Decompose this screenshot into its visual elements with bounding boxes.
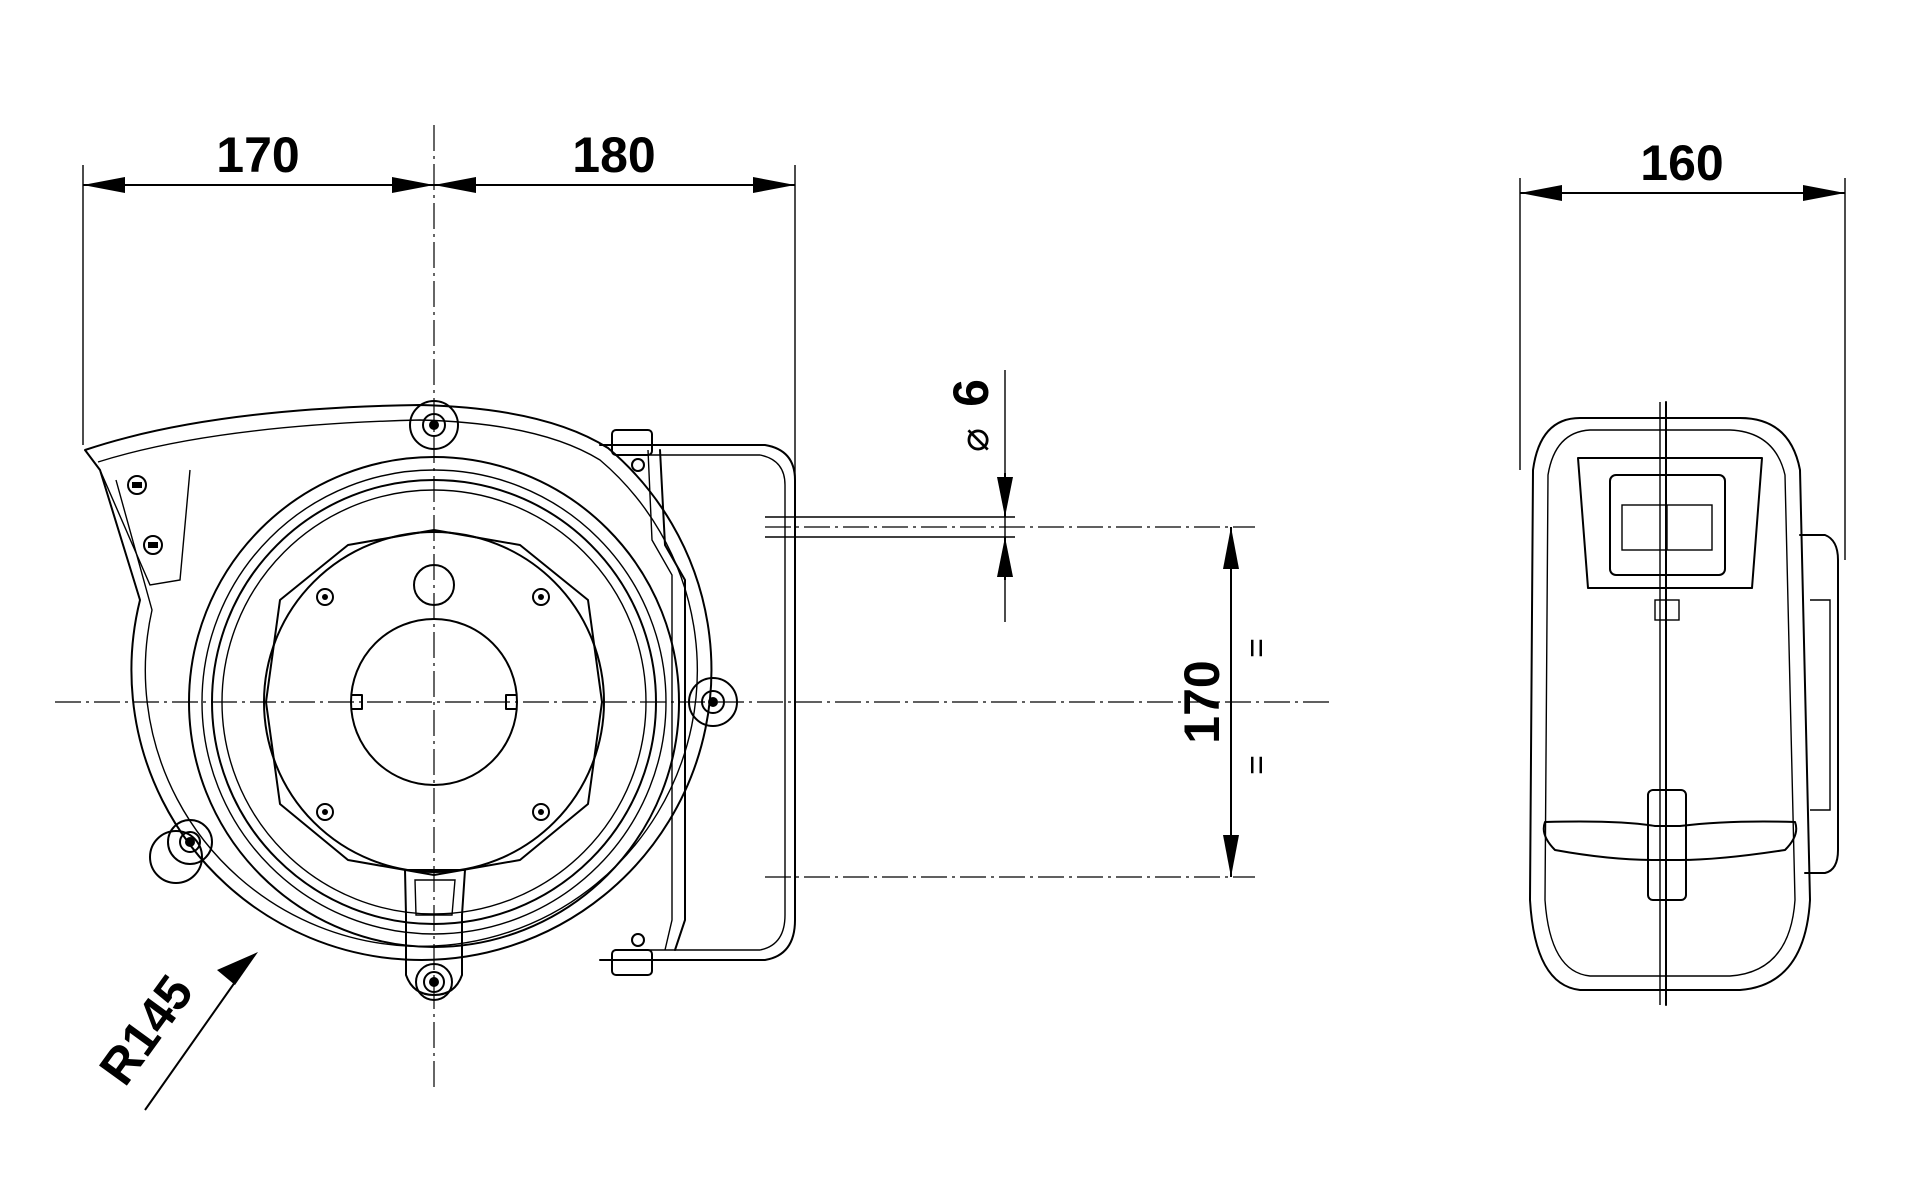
dimension-mount-spacing-value: 170 (1174, 660, 1230, 743)
housing-outline (84, 404, 713, 962)
wall-bracket (599, 444, 796, 961)
dimension-right-width: 180 (572, 127, 655, 183)
dimension-width-front: 170 180 (83, 127, 795, 193)
center-lines (55, 125, 1330, 1090)
hub (350, 618, 518, 786)
plate-screws (316, 588, 550, 821)
equal-mark-upper: = (1238, 638, 1276, 658)
dimension-left-width: 170 (216, 127, 299, 183)
latch (404, 869, 466, 996)
hole-diameter-value: 6 (943, 379, 999, 407)
dimension-depth: 160 (1520, 135, 1845, 201)
side-housing (1529, 417, 1811, 991)
dimension-radius-value: R145 (88, 965, 204, 1095)
inner-plate (265, 529, 603, 876)
reel-side-view (1529, 401, 1839, 1006)
dimension-radius: R145 (88, 952, 258, 1111)
equal-mark-lower: = (1238, 755, 1276, 775)
hole-diameter-symbol: ⌀ (953, 428, 997, 452)
extension-lines (82, 165, 1846, 622)
side-handle (1542, 820, 1798, 861)
dimension-hole: ⌀ 6 (765, 379, 1015, 580)
dimension-depth-value: 160 (1640, 135, 1723, 191)
housing-screws (149, 400, 738, 1001)
reel-front-view (84, 400, 796, 1001)
dimension-mount-spacing: 170 = = (1174, 527, 1276, 877)
